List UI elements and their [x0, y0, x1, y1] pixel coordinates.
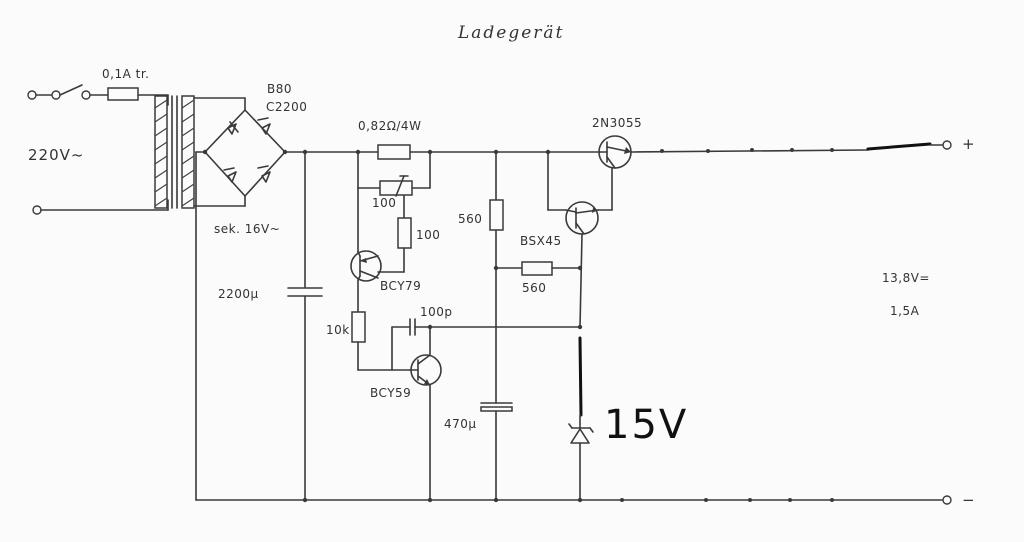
capacitor-2200u-label: 2200µ [218, 287, 259, 301]
resistor-560-horizontal-label: 560 [522, 281, 546, 295]
zener-highlight-wire [578, 336, 583, 417]
transistor-bcy59 [409, 354, 442, 386]
output-terminal-plus [942, 140, 952, 150]
bcy59-label: BCY59 [370, 386, 411, 400]
output-voltage-spec: 13,8V= [882, 271, 930, 285]
bsx45-label: BSX45 [520, 234, 562, 248]
shunt-resistor-label: 0,82Ω/4W [358, 119, 421, 133]
output-positive-marker [866, 142, 932, 151]
bcy79-label: BCY79 [380, 279, 421, 293]
fuse-label: 0,1A tr. [102, 67, 149, 81]
rectifier-label-2: C2200 [266, 100, 307, 114]
schematic-title: Ladegerät [457, 23, 564, 43]
capacitor-470u [480, 402, 513, 412]
capacitor-470u-label: 470µ [444, 417, 477, 431]
output-terminal-minus [942, 495, 952, 505]
plus-sign: + [962, 135, 976, 153]
minus-sign: − [962, 491, 976, 509]
zener-voltage-label: 15V [604, 402, 688, 448]
mains-terminal-2 [32, 205, 42, 215]
resistor-560-horizontal [521, 261, 553, 276]
zener-diode [568, 423, 594, 444]
resistor-10k-label: 10k [326, 323, 350, 337]
transistor-bcy79 [350, 250, 382, 282]
sense-potentiometer [379, 180, 413, 196]
resistor-560-vertical-label: 560 [458, 212, 482, 226]
shunt-resistor [377, 144, 411, 160]
capacitor-2200u [287, 287, 323, 297]
transformer [154, 95, 195, 209]
mains-switch [27, 84, 91, 100]
potentiometer-label: 100 [372, 196, 396, 210]
transistor-2n3055 [598, 135, 632, 169]
rectifier-label-1: B80 [267, 82, 292, 96]
mains-voltage-label: 220V~ [28, 146, 84, 164]
capacitor-100p-label: 100p [420, 305, 453, 319]
transistor-bsx45 [565, 201, 599, 235]
resistor-560-vertical [489, 199, 504, 231]
resistor-100-label: 100 [416, 228, 440, 242]
bridge-rectifier [204, 109, 286, 197]
resistor-100 [397, 217, 412, 249]
mains-fuse [107, 87, 139, 101]
2n3055-label: 2N3055 [592, 116, 642, 130]
resistor-10k [351, 311, 366, 343]
output-current-spec: 1,5A [890, 304, 920, 318]
secondary-voltage-label: sek. 16V~ [214, 222, 280, 236]
